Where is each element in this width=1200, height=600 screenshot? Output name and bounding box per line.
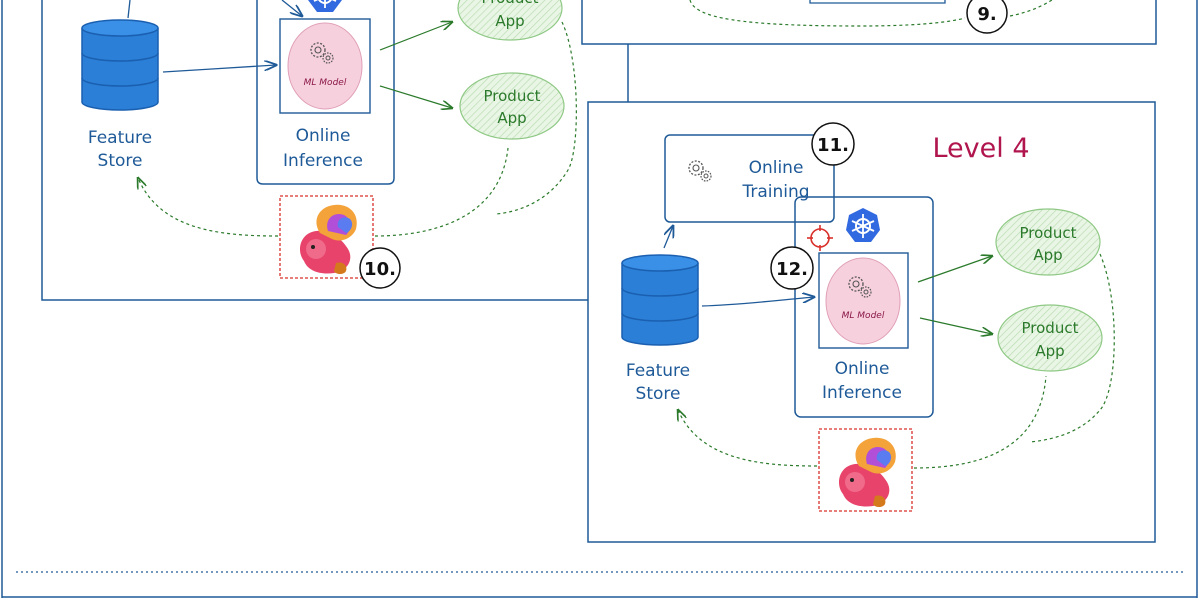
kubernetes-icon xyxy=(845,207,881,243)
top-right-panel-frame xyxy=(581,0,1157,45)
left-model-to-app2-arrow xyxy=(379,85,452,108)
svg-text:App: App xyxy=(495,12,524,30)
left-app-to-flink-dashed xyxy=(374,147,509,237)
left-store-to-model-arrow xyxy=(162,65,276,73)
svg-text:Product: Product xyxy=(484,87,541,105)
step-badge-9: 9. xyxy=(966,0,1008,34)
svg-text:Store: Store xyxy=(98,151,143,171)
svg-text:Product: Product xyxy=(1022,319,1079,337)
top-right-dashed-flow-tail xyxy=(1009,0,1053,17)
left-feature-store: Feature Store xyxy=(81,19,159,171)
svg-text:Training: Training xyxy=(741,182,809,202)
model-to-app1-arrow xyxy=(917,256,992,283)
top-right-dashed-flow xyxy=(689,0,966,27)
app1-feedback-dashed xyxy=(1029,253,1115,443)
flink-to-store-dashed xyxy=(678,410,818,467)
svg-text:10.: 10. xyxy=(364,259,396,280)
svg-text:App: App xyxy=(1033,246,1062,264)
svg-text:App: App xyxy=(1035,342,1064,360)
svg-text:9.: 9. xyxy=(977,4,996,25)
left-flink-box xyxy=(279,195,374,279)
ml-model: ML Model xyxy=(825,257,901,345)
top-right-inner-box-edge xyxy=(809,0,946,4)
level3-panel-frame xyxy=(41,0,588,301)
product-app-1: Product App xyxy=(995,208,1101,276)
left-inference-frame xyxy=(256,0,395,185)
feature-store: Feature Store xyxy=(621,254,699,404)
online-inference-label-1: Online xyxy=(835,359,890,379)
app2-to-flink-dashed xyxy=(913,375,1047,469)
level4-label: Level 4 xyxy=(932,133,1029,164)
svg-text:App: App xyxy=(497,109,526,127)
svg-text:Store: Store xyxy=(636,384,681,404)
left-kubernetes-icon xyxy=(307,0,343,13)
left-model-to-app1-arrow xyxy=(379,22,452,51)
svg-text:Product: Product xyxy=(1020,224,1077,242)
ml-model-box xyxy=(818,252,909,349)
svg-text:ML Model: ML Model xyxy=(304,78,347,88)
left-flink-to-store-dashed xyxy=(138,178,279,237)
database-icon xyxy=(621,254,699,346)
left-k8s-arrow xyxy=(281,0,302,16)
left-app1-feedback-dashed xyxy=(495,21,577,215)
svg-text:11.: 11. xyxy=(817,135,849,156)
left-top-connector xyxy=(127,0,131,19)
store-to-model-arrow xyxy=(701,297,814,307)
svg-text:Product: Product xyxy=(482,0,539,7)
online-training-box: Online Training xyxy=(664,134,835,223)
svg-text:12.: 12. xyxy=(776,259,808,280)
left-ml-model: ML Model xyxy=(287,22,363,110)
left-inference-label: Inference xyxy=(283,151,363,171)
left-online-label: Online xyxy=(296,126,351,146)
left-product-app-2: Product App xyxy=(459,72,565,140)
model-to-app2-arrow xyxy=(919,317,992,334)
level4-panel-frame xyxy=(587,101,1156,543)
step-badge-10: 10. xyxy=(359,247,401,289)
svg-text:Feature: Feature xyxy=(88,128,152,148)
svg-text:Online: Online xyxy=(749,158,804,178)
inference-frame xyxy=(794,196,934,418)
step-badge-11: 11. xyxy=(811,122,855,166)
database-icon xyxy=(81,19,159,111)
online-inference-label-2: Inference xyxy=(822,383,902,403)
flink-box xyxy=(818,428,913,512)
svg-text:Feature: Feature xyxy=(626,361,690,381)
store-to-training-arrow xyxy=(663,226,673,249)
product-app-2: Product App xyxy=(997,304,1103,372)
target-icon xyxy=(807,225,833,251)
left-product-app-1: Product App xyxy=(457,0,563,41)
left-ml-model-box xyxy=(279,18,371,114)
step-badge-12: 12. xyxy=(770,246,814,290)
svg-text:ML Model: ML Model xyxy=(842,311,885,321)
